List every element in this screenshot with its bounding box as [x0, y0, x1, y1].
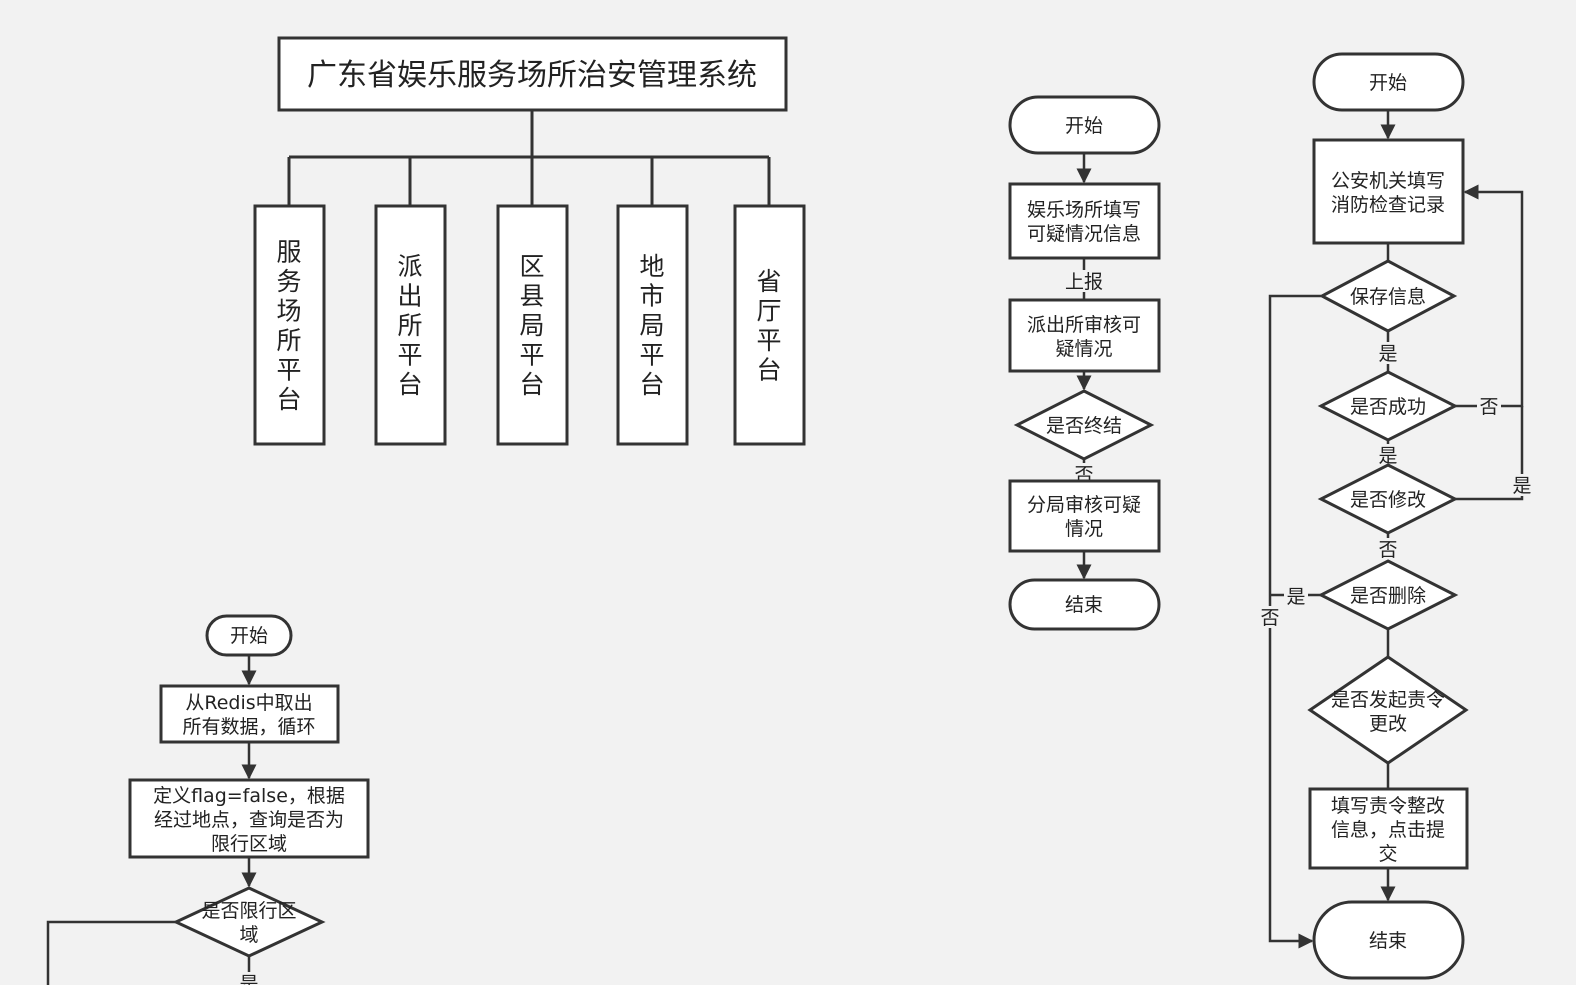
org-child-label-police-station-text: 派出所平台: [397, 252, 422, 399]
org-child-box-police-station: [374, 204, 447, 446]
org-root-box: [277, 36, 788, 112]
inspection-order-line2: 更改: [1369, 713, 1407, 735]
redis-edge-partial-label: 是: [239, 973, 258, 985]
inspection-yes2-label: 是: [1378, 445, 1397, 467]
inspection-end-terminal: [1312, 900, 1465, 980]
inspection-loop-arrow: [1455, 184, 1524, 408]
inspection-end-label: 结束: [1369, 930, 1407, 952]
org-child-label-district-text: 区县局平台: [519, 252, 544, 399]
org-root-title: 广东省娱乐服务场所治安管理系统: [307, 58, 757, 93]
redis-step1-box: [159, 684, 340, 744]
inspection-step2-box: [1308, 787, 1469, 870]
inspection-delete-label: 是否删除: [1350, 585, 1426, 607]
inspection-edge-label-bg: [1376, 444, 1400, 466]
report-step3-box: [1008, 479, 1161, 553]
report-end-label: 结束: [1065, 594, 1103, 616]
org-child-box-city: [616, 204, 689, 446]
org-child-label-police-station: 派出所平台: [397, 252, 422, 399]
flow-report: 开始 娱乐场所填写 可疑情况信息 上报 派出所审核可 疑情况 是否终结 否 分局…: [1008, 95, 1161, 631]
inspection-step2-line1: 填写责令整改: [1331, 795, 1445, 817]
inspection-success-label: 是否成功: [1350, 396, 1426, 418]
org-child-box-province: [733, 204, 806, 446]
report-step3-line1: 分局审核可疑: [1027, 494, 1141, 516]
org-child-label-province-text: 省厅平台: [756, 267, 781, 385]
org-child-label-province: 省厅平台: [756, 267, 781, 385]
inspection-no3-label: 否: [1260, 607, 1279, 629]
inspection-step1-line1: 公安机关填写: [1331, 170, 1445, 192]
org-child-label-city: 地市局平台: [639, 252, 664, 399]
org-child-label-service: 服务场所平台: [276, 237, 301, 414]
org-child-label-city-text: 地市局平台: [639, 252, 664, 399]
report-start-label: 开始: [1065, 115, 1103, 137]
report-step3-line2: 情况: [1065, 518, 1103, 540]
redis-decision-line1: 是否限行区: [201, 900, 296, 922]
inspection-step2-line2: 信息，点击提: [1331, 819, 1445, 841]
inspection-edge-label-bg: [1376, 342, 1400, 364]
inspection-edge-label-bg: [1258, 606, 1282, 628]
report-edge-label-bg: [1064, 270, 1104, 292]
inspection-no1-label: 否: [1479, 396, 1498, 418]
redis-left-branch: [46, 920, 176, 985]
inspection-modify-label: 是否修改: [1350, 489, 1426, 511]
inspection-save-label: 保存信息: [1350, 286, 1426, 308]
redis-step2-box: [128, 778, 370, 859]
flow-inspection: 开始 公安机关填写 消防检查记录 保存信息 是 是否成功 否 是 是否修改 是 …: [1258, 52, 1534, 980]
inspection-step1-line2: 消防检查记录: [1331, 194, 1445, 216]
report-step1-line1: 娱乐场所填写: [1027, 199, 1141, 221]
org-chart: 广东省娱乐服务场所治安管理系统 服务场所平台 派出所平台 区县局平台 地市局平台…: [253, 36, 806, 446]
flow-redis: 开始 从Redis中取出 所有数据，循环 定义flag=false，根据 经过地…: [46, 614, 370, 985]
inspection-edge-label-bg: [1376, 538, 1400, 560]
org-child-box-district: [496, 204, 569, 446]
report-step2-line1: 派出所审核可: [1027, 314, 1141, 336]
inspection-yes3-label: 是: [1512, 475, 1531, 497]
inspection-edge-label-bg: [1284, 586, 1308, 608]
report-step1-box: [1008, 182, 1161, 260]
report-end-terminal: [1008, 578, 1161, 631]
redis-edge-label-bg: [237, 972, 261, 985]
report-step1-line2: 可疑情况信息: [1027, 223, 1141, 245]
report-edge-report-label: 上报: [1065, 271, 1103, 293]
report-decision-label: 是否终结: [1046, 415, 1122, 437]
inspection-edge-label-bg: [1477, 396, 1501, 418]
inspection-edge-label-bg: [1510, 474, 1534, 496]
redis-step2-line1: 定义flag=false，根据: [153, 785, 345, 807]
inspection-yes4-label: 是: [1286, 586, 1305, 608]
report-step2-line2: 疑情况: [1055, 338, 1112, 360]
inspection-no2-label: 否: [1378, 539, 1397, 561]
inspection-order-line1: 是否发起责令: [1331, 689, 1445, 711]
redis-step2-line2: 经过地点，查询是否为: [154, 809, 344, 831]
redis-step1-line1: 从Redis中取出: [185, 692, 312, 714]
redis-decision-line2: 域: [239, 924, 258, 946]
inspection-start-label: 开始: [1369, 72, 1407, 94]
org-child-label-district: 区县局平台: [519, 252, 544, 399]
inspection-yes1-label: 是: [1378, 343, 1397, 365]
redis-step1-line2: 所有数据，循环: [182, 716, 315, 738]
org-child-label-service-text: 服务场所平台: [276, 237, 301, 414]
org-child-box-service: [253, 204, 326, 446]
inspection-step2-line3: 交: [1378, 843, 1397, 865]
inspection-loop-arrow: [1455, 406, 1524, 501]
report-step2-box: [1008, 298, 1161, 373]
redis-step2-line3: 限行区域: [211, 833, 287, 855]
redis-start-label: 开始: [230, 625, 268, 647]
